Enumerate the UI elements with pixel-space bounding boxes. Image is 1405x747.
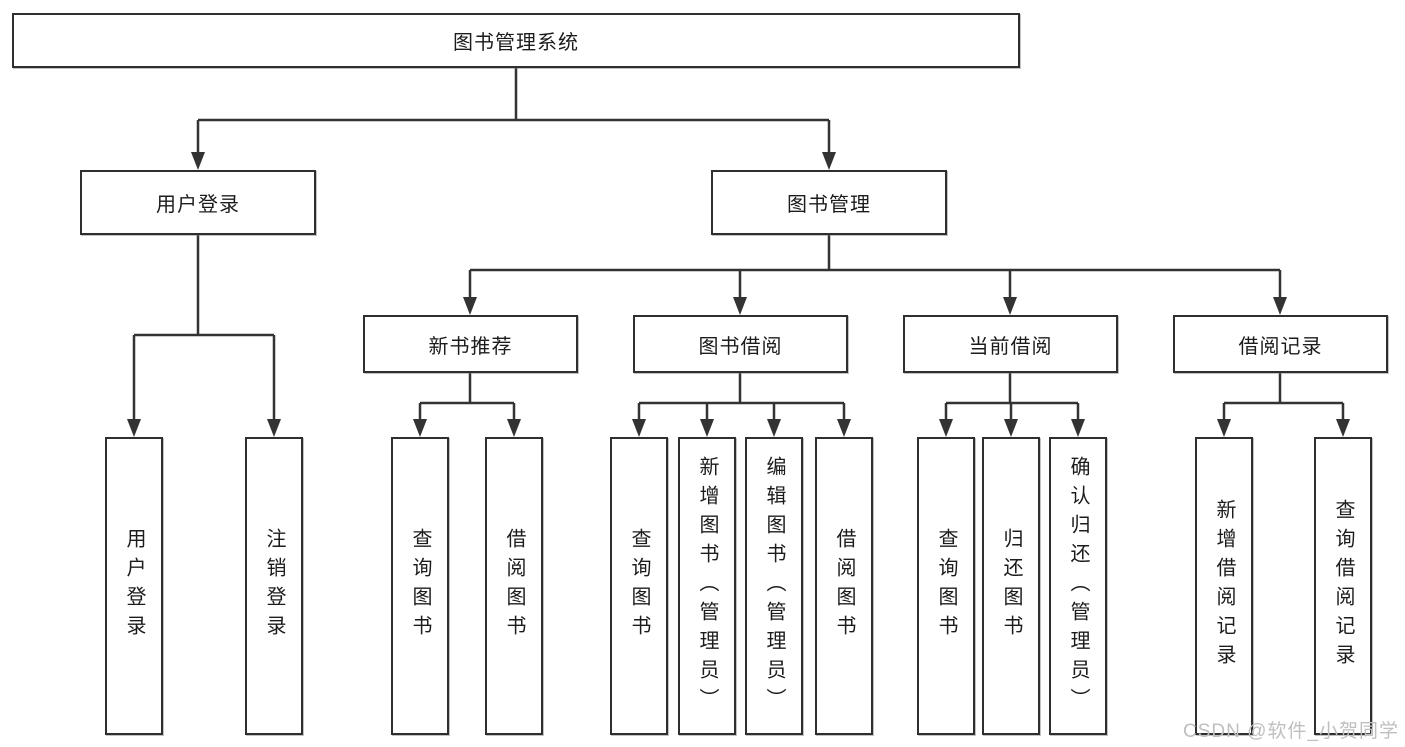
node-label: 归还图书 — [1000, 528, 1022, 644]
arrowhead-icon — [267, 419, 281, 437]
arrowhead-icon — [1004, 419, 1018, 437]
connector-book-management — [468, 235, 1282, 298]
node-label: 查询图书 — [935, 528, 957, 644]
node-label: 图书借阅 — [698, 335, 783, 358]
node-book-management: 图书管理 — [711, 170, 947, 235]
arrowhead-icon — [507, 419, 521, 437]
arrowhead-icon — [1273, 297, 1287, 315]
arrowhead-icon — [413, 419, 427, 437]
node-leaf-query-books-recommend: 查询图书 — [391, 437, 449, 735]
connector-user-login — [132, 235, 276, 420]
node-leaf-user-login: 用户登录 — [105, 437, 163, 735]
node-label: 新增借阅记录 — [1213, 499, 1235, 673]
connector-root — [196, 68, 831, 153]
node-user-login: 用户登录 — [80, 170, 316, 235]
node-label: 借阅记录 — [1238, 335, 1323, 358]
node-label: 图书管理 — [787, 194, 871, 216]
node-label: 用户登录 — [123, 528, 145, 644]
arrowhead-icon — [127, 419, 141, 437]
node-leaf-borrow-books-borrowing: 借阅图书 — [815, 437, 873, 735]
arrowheads — [127, 152, 1350, 437]
node-leaf-confirm-return-admin: 确认归还（管理员） — [1049, 437, 1107, 735]
node-leaf-borrow-books-recommend: 借阅图书 — [485, 437, 543, 735]
node-label: 借阅图书 — [833, 528, 855, 644]
node-label: 用户登录 — [156, 194, 240, 216]
node-leaf-query-borrow-record: 查询借阅记录 — [1314, 437, 1372, 735]
node-leaf-add-borrow-record: 新增借阅记录 — [1195, 437, 1253, 735]
arrowhead-icon — [463, 297, 477, 315]
node-label: 确认归还（管理员） — [1067, 455, 1089, 717]
node-library-management-system: 图书管理系统 — [12, 13, 1020, 68]
node-label: 当前借阅 — [968, 335, 1053, 358]
node-borrowing-records: 借阅记录 — [1173, 315, 1388, 373]
arrowhead-icon — [1217, 419, 1231, 437]
node-leaf-query-books-current: 查询图书 — [917, 437, 975, 735]
connector-current-borrowing — [944, 373, 1080, 420]
node-leaf-add-books-admin: 新增图书（管理员） — [678, 437, 736, 735]
arrowhead-icon — [939, 419, 953, 437]
node-label: 查询图书 — [409, 528, 431, 644]
connector-book-borrowing — [637, 373, 846, 420]
node-new-book-recommendation: 新书推荐 — [363, 315, 578, 373]
node-label: 新增图书（管理员） — [696, 455, 718, 717]
node-label: 新书推荐 — [428, 335, 513, 358]
node-label: 编辑图书（管理员） — [763, 455, 785, 717]
arrowhead-icon — [837, 419, 851, 437]
node-label: 借阅图书 — [503, 528, 525, 644]
node-leaf-edit-books-admin: 编辑图书（管理员） — [745, 437, 803, 735]
node-label: 注销登录 — [263, 528, 285, 644]
node-leaf-return-books: 归还图书 — [982, 437, 1040, 735]
arrowhead-icon — [822, 152, 836, 170]
arrowhead-icon — [632, 419, 646, 437]
arrowhead-icon — [767, 419, 781, 437]
node-leaf-logout: 注销登录 — [245, 437, 303, 735]
node-label: 图书管理系统 — [453, 32, 579, 54]
node-label: 查询图书 — [628, 528, 650, 644]
node-current-borrowing: 当前借阅 — [903, 315, 1118, 373]
node-book-borrowing: 图书借阅 — [633, 315, 848, 373]
connector-new-book-recommendation — [418, 373, 516, 420]
node-leaf-query-books-borrowing: 查询图书 — [610, 437, 668, 735]
arrowhead-icon — [1003, 297, 1017, 315]
arrowhead-icon — [191, 152, 205, 170]
arrowhead-icon — [1336, 419, 1350, 437]
arrowhead-icon — [700, 419, 714, 437]
node-label: 查询借阅记录 — [1332, 499, 1354, 673]
arrowhead-icon — [1071, 419, 1085, 437]
connector-borrowing-records — [1222, 373, 1345, 420]
arrowhead-icon — [733, 297, 747, 315]
